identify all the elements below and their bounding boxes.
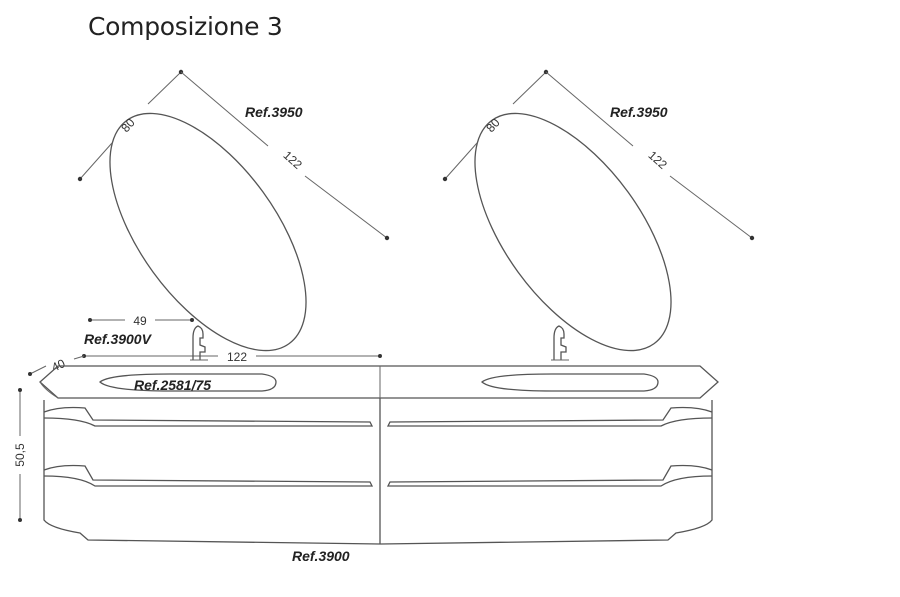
mirror-left-height-line-b bbox=[147, 71, 182, 105]
mirror-left-height-tick-a bbox=[77, 176, 83, 182]
drawer-upper-left bbox=[43, 406, 374, 427]
drawer-lower-left bbox=[43, 464, 374, 487]
mirror-left-height-line-a bbox=[79, 142, 113, 180]
cabinet-body bbox=[43, 400, 713, 545]
height-dimension: 50,5 bbox=[13, 388, 27, 522]
depth-tick-a bbox=[28, 372, 32, 376]
faucet-right bbox=[551, 325, 569, 361]
depth-line-a bbox=[29, 365, 47, 375]
mirror-left: 80 122 Ref.3950 bbox=[77, 69, 390, 352]
mirror-left-width-line-a bbox=[180, 71, 269, 147]
mirror-right-height-tick-a bbox=[442, 176, 448, 182]
faucet-left bbox=[190, 325, 208, 361]
mirror-right-width-label: 122 bbox=[646, 148, 670, 172]
basin-ref: Ref.2581/75 bbox=[134, 377, 211, 393]
mirror-right-ref: Ref.3950 bbox=[610, 104, 668, 120]
mirror-left-ref: Ref.3950 bbox=[245, 104, 303, 120]
drawer-lower-right bbox=[386, 464, 713, 487]
top-width-tick-b bbox=[378, 354, 382, 358]
top-width-label: 122 bbox=[227, 350, 247, 364]
depth-line-b bbox=[73, 355, 85, 360]
basin-right bbox=[480, 373, 659, 392]
mirror-left-height-label: 80 bbox=[118, 115, 138, 135]
mirror-right-width-tick-b bbox=[749, 235, 755, 241]
mirror-left-width-line-b bbox=[304, 175, 388, 239]
vanity-top: Ref.2581/75 bbox=[39, 365, 719, 399]
mirror-right-width-line-a bbox=[545, 71, 634, 147]
mirror-left-width-label: 122 bbox=[281, 148, 305, 172]
faucet-ref: Ref.3900V bbox=[84, 331, 153, 347]
mirror-right: 80 122 Ref.3950 bbox=[442, 69, 755, 352]
height-tick-b bbox=[18, 518, 22, 522]
cabinet-ref: Ref.3900 bbox=[292, 548, 350, 564]
mirror-right-outline bbox=[474, 112, 672, 352]
mirror-left-outline bbox=[109, 112, 307, 352]
height-tick-a bbox=[18, 388, 22, 392]
faucet-offset-tick-b bbox=[190, 318, 194, 322]
basin-left bbox=[98, 373, 277, 392]
composition-title: Composizione 3 bbox=[88, 12, 283, 41]
mirror-right-width-line-b bbox=[669, 175, 753, 239]
cabinets: Ref.3900 bbox=[43, 398, 713, 564]
mirror-right-height-line-a bbox=[444, 142, 478, 180]
top-dimensions: 49 Ref.3900V 122 40 bbox=[28, 314, 382, 376]
faucet-offset-tick-a bbox=[88, 318, 92, 322]
mirror-left-width-tick-b bbox=[384, 235, 390, 241]
mirror-right-height-label: 80 bbox=[483, 115, 503, 135]
height-label: 50,5 bbox=[13, 443, 27, 467]
mirror-right-height-line-b bbox=[512, 71, 547, 105]
faucet-offset-label: 49 bbox=[133, 314, 147, 328]
drawer-upper-right bbox=[386, 406, 713, 427]
